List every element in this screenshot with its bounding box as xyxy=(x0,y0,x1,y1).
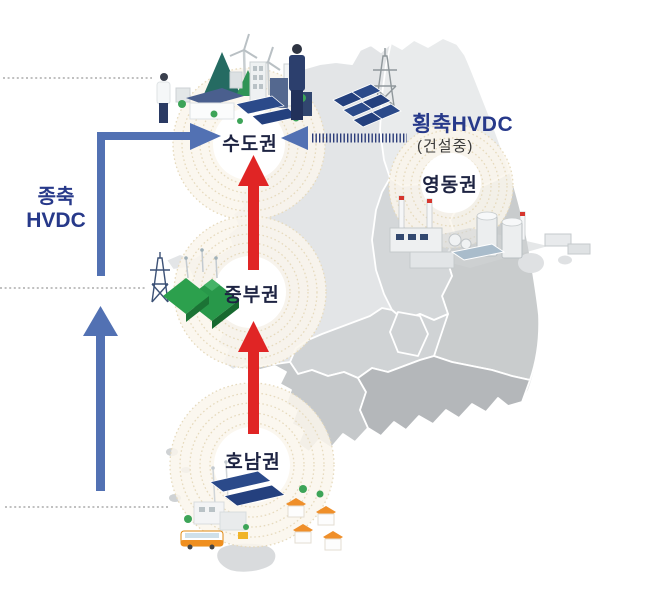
solar-panel-icon xyxy=(235,95,285,115)
flow-arrow-honam-to-central xyxy=(238,321,269,434)
green-mountains-icon xyxy=(163,278,239,329)
solar-array-icon xyxy=(209,470,286,507)
person-icon xyxy=(156,73,171,123)
region-label-yeongdong: 영동권 xyxy=(422,175,478,196)
trees-icon xyxy=(184,485,324,530)
solar-panels-transmission-tower-illustration xyxy=(332,48,402,128)
thermal-power-plant-illustration xyxy=(388,195,591,269)
region-label-central: 중부권 xyxy=(224,285,280,306)
horizontal-hvdc-link xyxy=(281,126,407,150)
plant-buildings-icon xyxy=(389,227,455,269)
arrowhead-right-icon xyxy=(190,123,221,150)
vertical-hvdc-arrow xyxy=(97,123,221,276)
factory-icon xyxy=(193,501,247,531)
transmission-tower-icon xyxy=(150,252,170,303)
map-region-daegu xyxy=(389,311,429,357)
transmission-tower-icon xyxy=(373,48,397,107)
small-wind-turbines-icon xyxy=(211,460,229,506)
cooling-pool-icon xyxy=(450,243,506,261)
guide-dotted-lines xyxy=(0,77,168,508)
flow-arrow-central-to-capital xyxy=(238,155,269,270)
arrowhead-up-icon xyxy=(83,306,118,336)
ripple-central xyxy=(173,215,327,369)
region-label-honam: 호남권 xyxy=(225,452,281,473)
arrowhead-left-icon xyxy=(281,126,308,150)
map-island-dokdo xyxy=(558,255,572,265)
bus-icon xyxy=(180,530,224,550)
city-renewables-illustration xyxy=(156,33,312,126)
solar-array-icon xyxy=(332,83,402,128)
storage-tanks-icon xyxy=(448,211,523,259)
plant-outbuildings-icon xyxy=(544,233,591,255)
arrowhead-up-icon xyxy=(238,155,269,186)
vertical-hvdc-arrow-lower xyxy=(83,306,118,491)
green-mountains-wind-tower-illustration xyxy=(150,248,239,329)
horizontal-hvdc-label: 횡축HVDC xyxy=(412,113,514,136)
vertical-hvdc-label-line2: HVDC xyxy=(26,209,86,232)
forklift-icon xyxy=(238,532,248,539)
arrowhead-up-icon xyxy=(238,321,269,352)
vertical-hvdc-label: 종축 HVDC xyxy=(15,186,97,232)
houses-icon xyxy=(286,498,343,551)
solar-farm-village-illustration xyxy=(180,460,343,551)
person-icon xyxy=(289,44,305,120)
small-wind-turbines-icon xyxy=(184,248,218,279)
map-island-ulleungdo xyxy=(518,253,544,273)
map-island-jeju xyxy=(217,543,276,572)
construction-status-label: (건설중) xyxy=(417,138,474,155)
vertical-hvdc-label-line1: 종축 xyxy=(37,186,75,208)
region-label-capital: 수도권 xyxy=(222,134,278,155)
map-region-gyeongnam xyxy=(357,355,531,437)
